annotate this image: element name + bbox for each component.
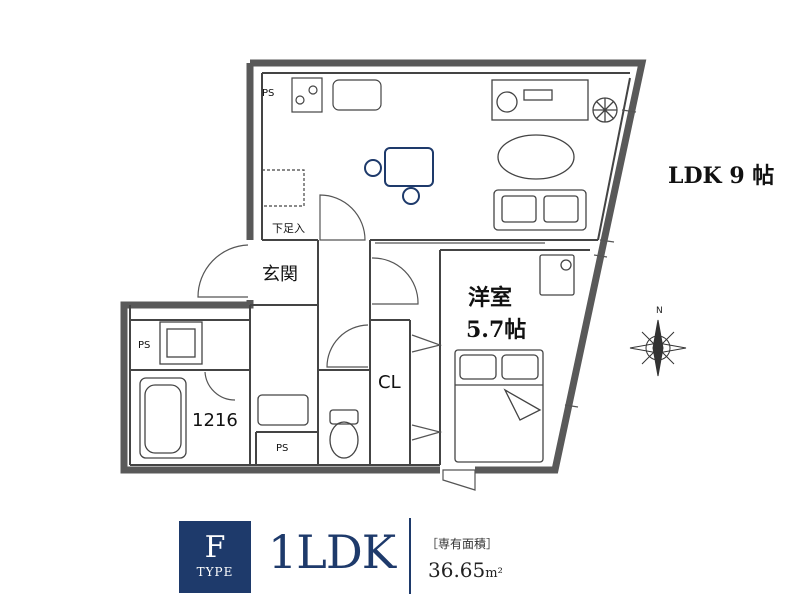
compass [629, 319, 687, 377]
windows [564, 109, 637, 408]
tv-board [491, 79, 589, 121]
toilet-door [326, 324, 369, 368]
toilet-tank [329, 409, 359, 425]
room-furniture [454, 254, 575, 463]
area-unit: m² [485, 566, 503, 581]
bath-door [204, 371, 236, 401]
sofa [493, 189, 587, 231]
vanity [257, 394, 309, 426]
interior-walls [129, 72, 631, 466]
kitchen [261, 77, 382, 207]
type-word: TYPE [196, 565, 234, 579]
compass-north-label: N [656, 306, 663, 316]
dining-table [384, 147, 434, 187]
kitchen-counter [261, 169, 305, 207]
layout-name: 1LDK [268, 525, 396, 579]
type-letter: F [204, 530, 226, 565]
western-room-size: 5.7帖 [466, 317, 527, 343]
washing-machine [159, 321, 203, 365]
shoe-box-label: 下足入 [272, 222, 305, 235]
ldk-furniture [364, 79, 618, 231]
closet-door-2 [411, 424, 443, 441]
desk-lamp [539, 254, 575, 296]
ldk-label: LDK 9 帖 [668, 163, 775, 189]
dining-chair-bottom [402, 187, 420, 205]
area-number: 36.65 [428, 558, 486, 582]
sink [332, 79, 382, 111]
ps-left-label: PS [138, 340, 151, 351]
floor-plan [120, 59, 687, 491]
doors [197, 194, 545, 491]
bath-label: 1216 [192, 410, 238, 431]
ldk-rug [497, 134, 575, 180]
area-value: 36.65m² [428, 558, 503, 582]
entrance-door [197, 244, 249, 298]
area-label: ［専有面積］ [426, 537, 499, 551]
closet-door-1 [411, 334, 443, 353]
outer-walls [120, 59, 647, 474]
footer-divider [409, 518, 411, 594]
balcony-door [442, 469, 476, 491]
toilet-bowl [329, 421, 359, 459]
ldk-door [319, 194, 366, 241]
type-badge: F TYPE [179, 521, 251, 593]
western-room-name: 洋室 [468, 285, 513, 311]
room-door [371, 257, 419, 305]
bathtub [139, 377, 187, 459]
entrance-label: 玄関 [262, 264, 298, 285]
stove [291, 77, 323, 113]
ps-top-label: PS [262, 88, 275, 99]
bed [454, 349, 544, 463]
wet-area [139, 321, 359, 459]
closet-label: CL [378, 372, 401, 393]
ps-bottom-label: PS [276, 443, 289, 454]
dining-chair-left [364, 159, 382, 177]
